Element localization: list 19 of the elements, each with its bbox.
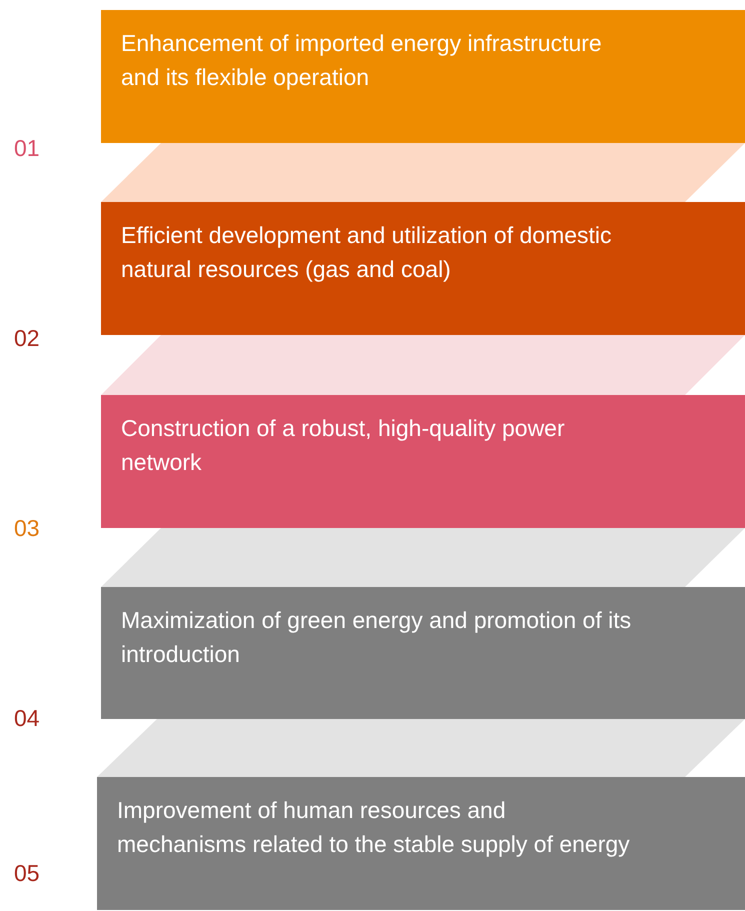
layer-band xyxy=(101,528,745,587)
step-text: Construction of a robust, high-quality power network xyxy=(121,414,566,477)
step-number: 03 xyxy=(14,515,40,542)
step-box xyxy=(101,10,745,143)
step-box xyxy=(101,202,745,335)
step-text: Efficient development and utilization of domestic natural resources (gas and coal) xyxy=(121,221,613,284)
step-text: Improvement of human resources and mechanisms related to the stable supply of energy xyxy=(117,796,631,859)
step-number: 01 xyxy=(14,135,40,162)
layer-band xyxy=(97,719,745,777)
step-number: 04 xyxy=(14,705,40,732)
step-box xyxy=(101,395,745,528)
step-text: Enhancement of imported energy infrastructure and its flexible operation xyxy=(121,29,603,92)
layer-band xyxy=(101,335,745,395)
step-box xyxy=(101,587,745,719)
layer-band xyxy=(101,143,745,202)
step-number: 02 xyxy=(14,325,40,352)
step-text: Maximization of green energy and promotion of its introduction xyxy=(121,606,632,669)
step-number: 05 xyxy=(14,860,40,887)
step-box xyxy=(97,777,745,910)
